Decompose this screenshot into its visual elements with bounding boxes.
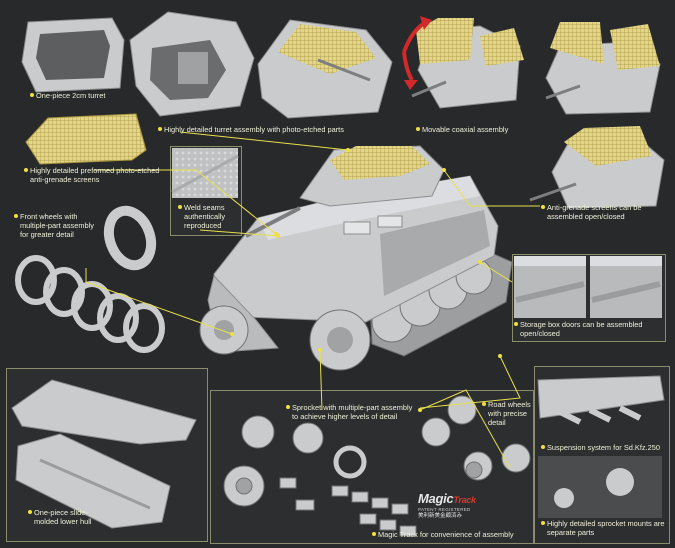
turret-assembly-interior-image xyxy=(129,11,255,117)
turret-with-screens-image xyxy=(257,19,393,119)
screens-mesh-image xyxy=(25,113,147,165)
weld-seam-line xyxy=(171,154,239,194)
front-wheel-parts-image xyxy=(15,205,165,353)
screens-open-closed-image xyxy=(529,126,665,209)
caption-turret-assembly: Highly detailed turret assembly with pho… xyxy=(158,125,344,134)
track-links-image xyxy=(279,477,417,537)
caption-lower-hull: One-piece slide- molded lower hull xyxy=(28,508,92,526)
road-wheels-image xyxy=(421,395,531,481)
caption-weld-seams: Weld seams authentically reproduced xyxy=(178,203,225,230)
storage-box-image xyxy=(514,256,662,318)
callout-lines xyxy=(85,131,540,469)
caption-sprocket-mounts: Highly detailed sprocket mounts are sepa… xyxy=(541,519,665,537)
caption-anti-grenade: Anti-grenade screens can be assembled op… xyxy=(541,203,642,221)
coaxial-closed-image xyxy=(545,22,661,115)
lower-hull-image xyxy=(11,379,197,529)
sprocket-parts-image xyxy=(223,415,367,507)
caption-screens: Highly detailed preformed photo-etched a… xyxy=(24,166,159,184)
movable-arrow-icon xyxy=(402,16,432,90)
caption-front-wheels: Front wheels with multiple-part assembly… xyxy=(14,212,94,239)
suspension-image xyxy=(537,375,665,425)
turret-image xyxy=(21,17,125,93)
caption-storage-box: Storage box doors can be assembled open/… xyxy=(514,320,642,338)
caption-suspension: Suspension system for Sd.Kfz.250 xyxy=(541,443,660,452)
caption-sprocket: Sprocket with multiple-part assembly to … xyxy=(286,403,412,421)
magic-track-logo: MagicTrack PATENT REGISTERED 美利新美金顧済み xyxy=(418,491,476,519)
caption-coaxial: Movable coaxial assembly xyxy=(416,125,508,134)
caption-road-wheels: Road wheels with precise detail xyxy=(482,400,531,427)
coaxial-open-image xyxy=(411,18,524,109)
callout-markers xyxy=(230,148,502,412)
sprocket-mounts-image xyxy=(538,456,662,518)
halftrack-vehicle-image xyxy=(199,145,513,371)
caption-turret: One-piece 2cm turret xyxy=(30,91,105,100)
caption-magic-track: Magic Track for convenience of assembly xyxy=(372,530,514,539)
